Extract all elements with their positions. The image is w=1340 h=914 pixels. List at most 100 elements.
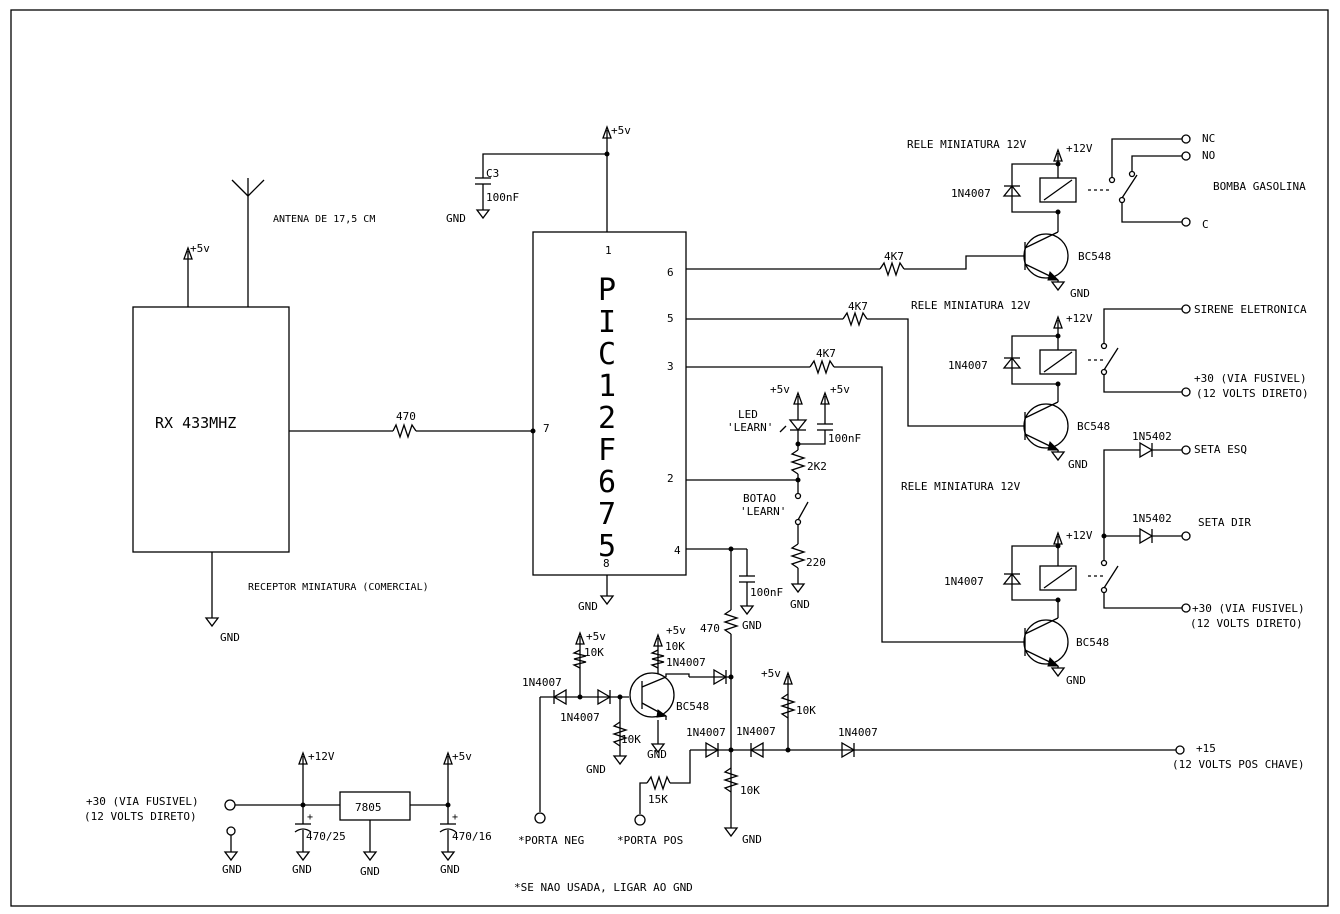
r220-label: 220 (806, 556, 826, 569)
relay-3-circuit: 4K7 BC548 GND +12V 1N4007 RELE MINIATURA… (686, 347, 1305, 687)
porta-pos-label: *PORTA POS (617, 834, 683, 847)
diode-pos-1-label: 1N4007 (686, 726, 726, 739)
learn-circuit: +5v LED 'LEARN' +5v 100nF 2K2 BOTAO 'LEA… (686, 383, 861, 611)
chip-letter-4: 1 (598, 369, 616, 404)
schematic-frame (10, 9, 1329, 907)
diode-neg-2-label: 1N4007 (560, 711, 600, 724)
supply-gnd-3-label: GND (360, 865, 380, 878)
chip-letter-7: 6 (598, 465, 616, 500)
antenna-icon (231, 178, 265, 307)
sirene-label: SIRENE ELETRONICA (1194, 303, 1307, 316)
botao-learn-label: 'LEARN' (740, 505, 786, 518)
antenna-label: ANTENA DE 17,5 CM (273, 214, 375, 225)
c3-label: C3 (486, 167, 499, 180)
pin-3-label: 3 (667, 360, 674, 373)
plus15-label: +15 (1196, 742, 1216, 755)
q4-vcc-label: +5v (666, 624, 686, 637)
diode-r1-label: 1N4007 (951, 187, 991, 200)
rx-module: RX 433MHZ RECEPTOR MINIATURA (COMERCIAL)… (132, 178, 536, 644)
r10k-q4-label: 10K (665, 640, 685, 653)
rx-vcc-label: +5v (190, 242, 210, 255)
relay-2-circuit: 4K7 BC548 GND +12V 1N4007 RELE MINIATURA… (686, 299, 1309, 471)
cap-25-label: 470/25 (306, 830, 346, 843)
pos-vcc-label: +5v (761, 667, 781, 680)
chip-letter-3: C (598, 337, 616, 372)
bc548-4-label: BC548 (676, 700, 709, 713)
c-label: C (1202, 218, 1209, 231)
pin-1-label: 1 (605, 244, 612, 257)
supply-gnd-1-label: GND (222, 863, 242, 876)
r2k2-label: 2K2 (807, 460, 827, 473)
diode-r2-label: 1N4007 (948, 359, 988, 372)
chip-letter-9: 5 (598, 529, 616, 564)
diode-pin4-label: 1N4007 (666, 656, 706, 669)
bc548-3-label: BC548 (1076, 636, 1109, 649)
cap-led-label: 100nF (828, 432, 861, 445)
cap-pin4-label: 100nF (750, 586, 783, 599)
r10k-pin4-label: 10K (740, 784, 760, 797)
r470-label: 470 (396, 410, 416, 423)
cap-vcc-label: +5v (830, 383, 850, 396)
rx-gnd-label: GND (220, 631, 240, 644)
relay-2-vcc-label: +12V (1066, 312, 1093, 325)
pic-chip: P I C 1 2 F 6 7 5 1 6 5 3 2 4 7 8 +5v C3… (446, 124, 687, 613)
pin4-input-network: 100nF GND 470 1N4007 10K GND BC548 GND +… (518, 546, 1304, 847)
r4k7-3-label: 4K7 (816, 347, 836, 360)
bc548-2-gnd-label: GND (1068, 458, 1088, 471)
relay-1-vcc-label: +12V (1066, 142, 1093, 155)
bc548-2-label: BC548 (1077, 420, 1110, 433)
supply-5v-label: +5v (452, 750, 472, 763)
bc548-4-gnd-label: GND (647, 748, 667, 761)
diode-pos-2-label: 1N4007 (736, 725, 776, 738)
footnote: *SE NAO USADA, LIGAR AO GND (514, 881, 693, 894)
botao-label: BOTAO (743, 492, 776, 505)
pin-7-label: 7 (543, 422, 550, 435)
supply-12v-label: +12V (308, 750, 335, 763)
r4k7-1-label: 4K7 (884, 250, 904, 263)
base-gnd-label: GND (586, 763, 606, 776)
bc548-1-gnd-label: GND (1070, 287, 1090, 300)
supply-gnd-2-label: GND (292, 863, 312, 876)
supply-gnd-4-label: GND (440, 863, 460, 876)
led-vcc-label: +5v (770, 383, 790, 396)
button-gnd-label: GND (790, 598, 810, 611)
led-label: LED (738, 408, 758, 421)
bc548-1-label: BC548 (1078, 250, 1111, 263)
diode5402-2-label: 1N5402 (1132, 512, 1172, 525)
diode-15-label: 1N4007 (838, 726, 878, 739)
diode-r3-label: 1N4007 (944, 575, 984, 588)
volts12chave-label: (12 VOLTS POS CHAVE) (1172, 758, 1304, 771)
pin-4-label: 4 (674, 544, 681, 557)
diode5402-1-label: 1N5402 (1132, 430, 1172, 443)
r15k-label: 15K (648, 793, 668, 806)
volts12-r3-label: (12 VOLTS DIRETO) (1190, 617, 1303, 630)
pin-2-label: 2 (667, 472, 674, 485)
supply-volts12-label: (12 VOLTS DIRETO) (84, 810, 197, 823)
r10k-neg-label: 10K (584, 646, 604, 659)
plus30-r2-label: +30 (VIA FUSIVEL) (1194, 372, 1307, 385)
relay-2-label: RELE MINIATURA 12V (911, 299, 1031, 312)
plus30-r3-label: +30 (VIA FUSIVEL) (1192, 602, 1305, 615)
seta-dir-label: SETA DIR (1198, 516, 1251, 529)
pin-8-label: 8 (603, 557, 610, 570)
c3-value-label: 100nF (486, 191, 519, 204)
r10k-base-label: 10K (621, 733, 641, 746)
volts12-r2-label: (12 VOLTS DIRETO) (1196, 387, 1309, 400)
neg-vcc-label: +5v (586, 630, 606, 643)
chip-letter-1: P (598, 273, 616, 308)
r10k-pin4-gnd-label: GND (742, 833, 762, 846)
bc548-3-gnd-label: GND (1066, 674, 1086, 687)
r4k7-2-label: 4K7 (848, 300, 868, 313)
seta-esq-label: SETA ESQ (1194, 443, 1247, 456)
relay-3-vcc-label: +12V (1066, 529, 1093, 542)
relay-1-circuit: 4K7 BC548 GND +12V 1N4007 RELE MINIATURA… (686, 132, 1306, 300)
c3-gnd-label: GND (446, 212, 466, 225)
chip-letter-6: F (598, 433, 616, 468)
relay-1-label: RELE MINIATURA 12V (907, 138, 1027, 151)
r470-pin4-label: 470 (700, 622, 720, 635)
pic-vcc-label: +5v (611, 124, 631, 137)
bomba-label: BOMBA GASOLINA (1213, 180, 1306, 193)
supply-plus30-label: +30 (VIA FUSIVEL) (86, 795, 199, 808)
nc-label: NC (1202, 132, 1215, 145)
